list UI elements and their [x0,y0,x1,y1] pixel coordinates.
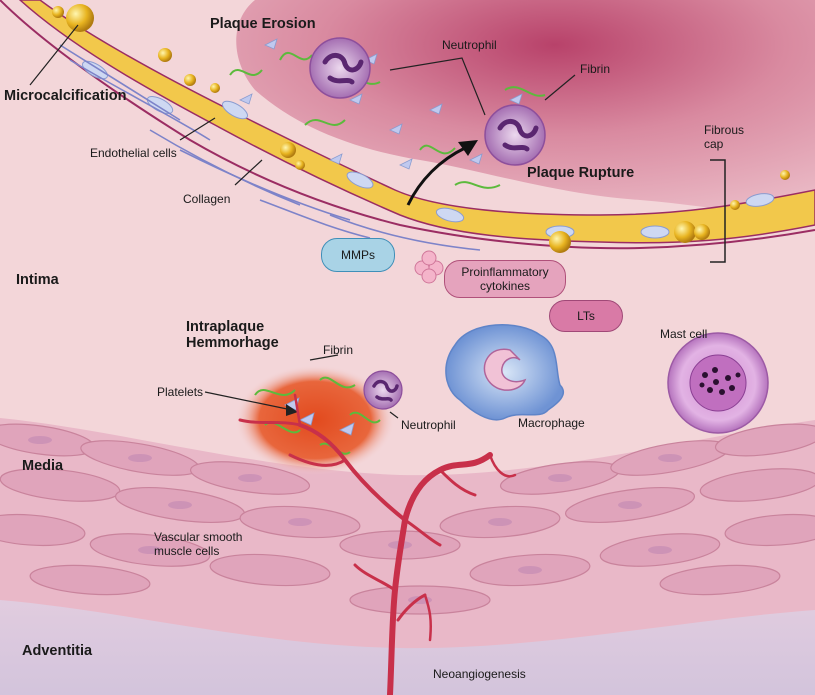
plaque-rupture-label: Plaque Rupture [527,165,635,181]
fibrous-cap-bracket [710,159,726,263]
mast-cell [667,332,769,434]
platelets-label: Platelets [157,385,204,399]
vascular-smc-label-line1: Vascular smooth [154,530,243,544]
intraplaque-label-line2: Hemmorhage [186,335,279,351]
fibrin-label-mid: Fibrin [323,343,354,357]
rupture-arrow [406,146,466,206]
fibrin-label-top: Fibrin [580,62,611,76]
neutrophil-label-mid: Neutrophil [401,418,456,432]
proinflammatory-line1: Proinflammatory [461,265,549,279]
endothelial-cells [82,60,775,239]
collagen-strands [59,44,481,251]
neutrophil-erosion-cell [309,37,371,99]
proinflammatory-cytokines-pill: Proinflammatory cytokines [444,260,566,298]
neoangiogenesis-vessel [238,393,517,695]
macrophage-cell [445,324,565,421]
mast-cell-label: Mast cell [660,327,708,341]
leader-lines-top [29,24,576,186]
intraplaque-label-line1: Intraplaque [186,319,265,335]
media-layer [0,418,815,649]
cytokine-spheres [414,250,444,284]
lts-pill: LTs [549,300,623,332]
platelets-lumen [239,38,523,170]
vascular-smc-label-line2: muscle cells [154,544,220,558]
neoangiogenesis-label: Neoangiogenesis [433,667,526,681]
media-label: Media [22,458,64,474]
proinflammatory-line2: cytokines [479,279,531,293]
plaque-erosion-label: Plaque Erosion [210,16,316,32]
endothelial-cells-label: Endothelial cells [90,146,177,160]
neutrophil-rupture-cell [484,104,546,166]
neutrophil-hemorrhage-cell [363,370,403,410]
mmps-pill: MMPs [321,238,395,272]
leader-lines-mid [204,354,399,419]
fibrous-cap-label-line2: cap [704,137,724,151]
intima-label: Intima [16,272,59,288]
microcalcification-label: Microcalcification [4,88,127,104]
neutrophil-label-top: Neutrophil [442,38,497,52]
macrophage-label: Macrophage [518,416,585,430]
collagen-label: Collagen [183,192,231,206]
adventitia-label: Adventitia [22,643,93,659]
fibrous-cap-label-line1: Fibrous [704,123,745,137]
microcalcifications [52,4,790,253]
